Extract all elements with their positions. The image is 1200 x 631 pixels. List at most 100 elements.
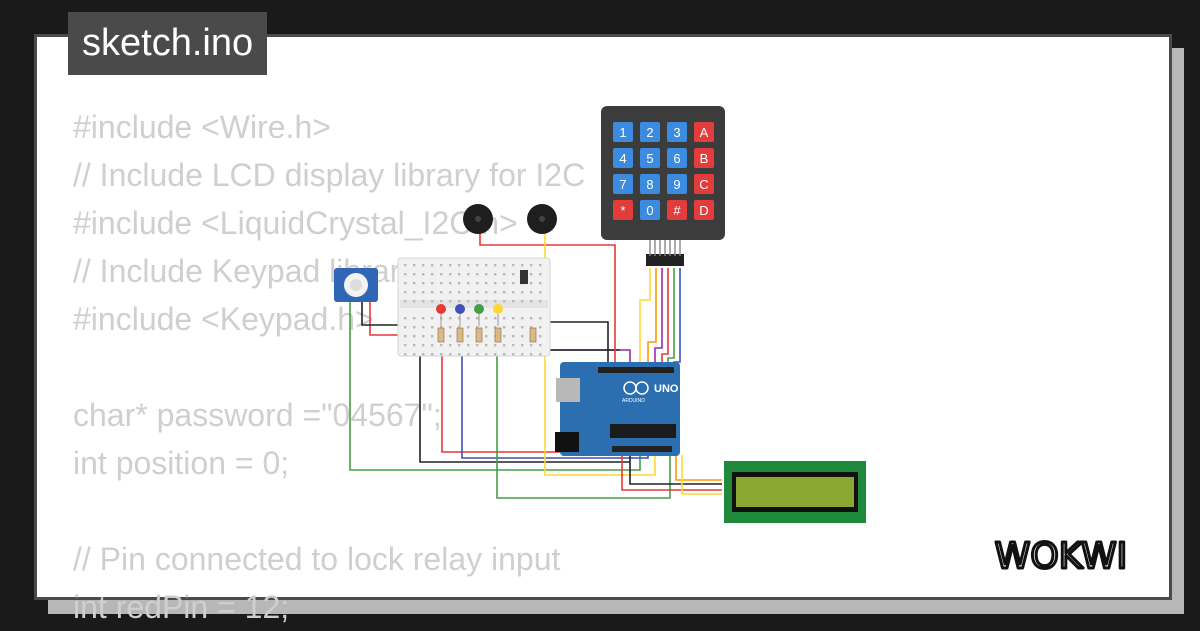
arduino-uno-board[interactable]: UNO ARDUINO (555, 362, 680, 456)
breadboard-hole (422, 282, 425, 285)
breadboard-hole (476, 264, 479, 267)
breadboard-hole (413, 344, 416, 347)
keypad-key[interactable] (640, 148, 660, 168)
breadboard-hole (539, 264, 542, 267)
keypad-key-label: 8 (646, 177, 653, 192)
breadboard-hole (413, 273, 416, 276)
keypad-key-label: A (700, 125, 709, 140)
keypad-key-label: C (699, 177, 708, 192)
breadboard-hole (539, 326, 542, 329)
breadboard-hole (449, 317, 452, 320)
code-line: int redPin = 12; (73, 589, 290, 625)
breadboard-hole (404, 326, 407, 329)
keypad-key[interactable] (667, 148, 687, 168)
breadboard-hole (404, 344, 407, 347)
breadboard-hole (404, 317, 407, 320)
breadboard-hole (422, 326, 425, 329)
resistors (437, 327, 537, 343)
buzzer-icon[interactable] (527, 204, 557, 234)
led[interactable] (455, 304, 465, 314)
breadboard-hole (458, 300, 461, 303)
keypad-key[interactable] (613, 200, 633, 220)
breadboard-hole (413, 264, 416, 267)
breadboard-hole (431, 317, 434, 320)
breadboard-hole (530, 282, 533, 285)
breadboard-hole (539, 291, 542, 294)
keypad-key[interactable] (613, 148, 633, 168)
breadboard-hole (449, 291, 452, 294)
breadboard-hole (431, 353, 434, 356)
keypad-key[interactable] (640, 200, 660, 220)
keypad-key[interactable] (694, 122, 714, 142)
pir-sensor[interactable] (334, 268, 378, 302)
keypad-key[interactable] (640, 174, 660, 194)
keypad-key[interactable] (694, 174, 714, 194)
lcd-display[interactable] (724, 461, 866, 523)
led[interactable] (493, 304, 503, 314)
breadboard-hole (431, 344, 434, 347)
keypad-key[interactable] (667, 174, 687, 194)
keypad-key-label: 2 (646, 125, 653, 140)
breadboard-hole (476, 326, 479, 329)
breadboard-hole (503, 317, 506, 320)
breadboard-hole (503, 264, 506, 267)
sketch-filename-tab[interactable]: sketch.ino (68, 12, 268, 75)
breadboard[interactable] (397, 257, 551, 357)
breadboard-hole (476, 273, 479, 276)
breadboard-hole (503, 353, 506, 356)
keypad-key-label: # (673, 203, 681, 218)
code-line: #include <LiquidCrystal_I2C.h> (73, 205, 518, 241)
breadboard-hole (422, 317, 425, 320)
breadboard-hole (485, 317, 488, 320)
breadboard-hole (503, 335, 506, 338)
keypad-key[interactable] (694, 148, 714, 168)
breadboard-hole (422, 264, 425, 267)
breadboard-hole (449, 273, 452, 276)
buzzer-icon[interactable] (463, 204, 493, 234)
breadboard-hole (404, 291, 407, 294)
keypad-key[interactable] (667, 200, 687, 220)
breadboard-hole (467, 264, 470, 267)
breadboard-hole (494, 300, 497, 303)
led[interactable] (436, 304, 446, 314)
breadboard-hole (422, 353, 425, 356)
breadboard-hole (440, 273, 443, 276)
breadboard-hole (413, 300, 416, 303)
breadboard-hole (512, 282, 515, 285)
breadboard-hole (539, 335, 542, 338)
breadboard-hole (458, 291, 461, 294)
keypad-key[interactable] (694, 200, 714, 220)
breadboard-hole (485, 344, 488, 347)
breadboard-hole (530, 353, 533, 356)
breadboard-hole (467, 273, 470, 276)
breadboard-hole (476, 291, 479, 294)
breadboard-hole (539, 300, 542, 303)
breadboard-hole (440, 282, 443, 285)
keypad-key[interactable] (667, 122, 687, 142)
breadboard-hole (440, 326, 443, 329)
breadboard-hole (413, 282, 416, 285)
breadboard-hole (530, 317, 533, 320)
breadboard-hole (431, 300, 434, 303)
breadboard-hole (413, 291, 416, 294)
breadboard-hole (467, 335, 470, 338)
breadboard-hole (449, 344, 452, 347)
breadboard-hole (485, 282, 488, 285)
breadboard-hole (458, 317, 461, 320)
breadboard-hole (539, 344, 542, 347)
breadboard-hole (449, 300, 452, 303)
breadboard-hole (512, 326, 515, 329)
led[interactable] (474, 304, 484, 314)
breadboard-hole (458, 264, 461, 267)
breadboard-hole (485, 291, 488, 294)
breadboard-hole (449, 326, 452, 329)
keypad-key[interactable] (640, 122, 660, 142)
arduino-brand-label: ARDUINO (622, 398, 645, 404)
keypad-key[interactable] (613, 174, 633, 194)
keypad-key[interactable] (613, 122, 633, 142)
breadboard-hole (422, 300, 425, 303)
breadboard-hole (485, 264, 488, 267)
breadboard-hole (530, 344, 533, 347)
breadboard-hole (467, 353, 470, 356)
